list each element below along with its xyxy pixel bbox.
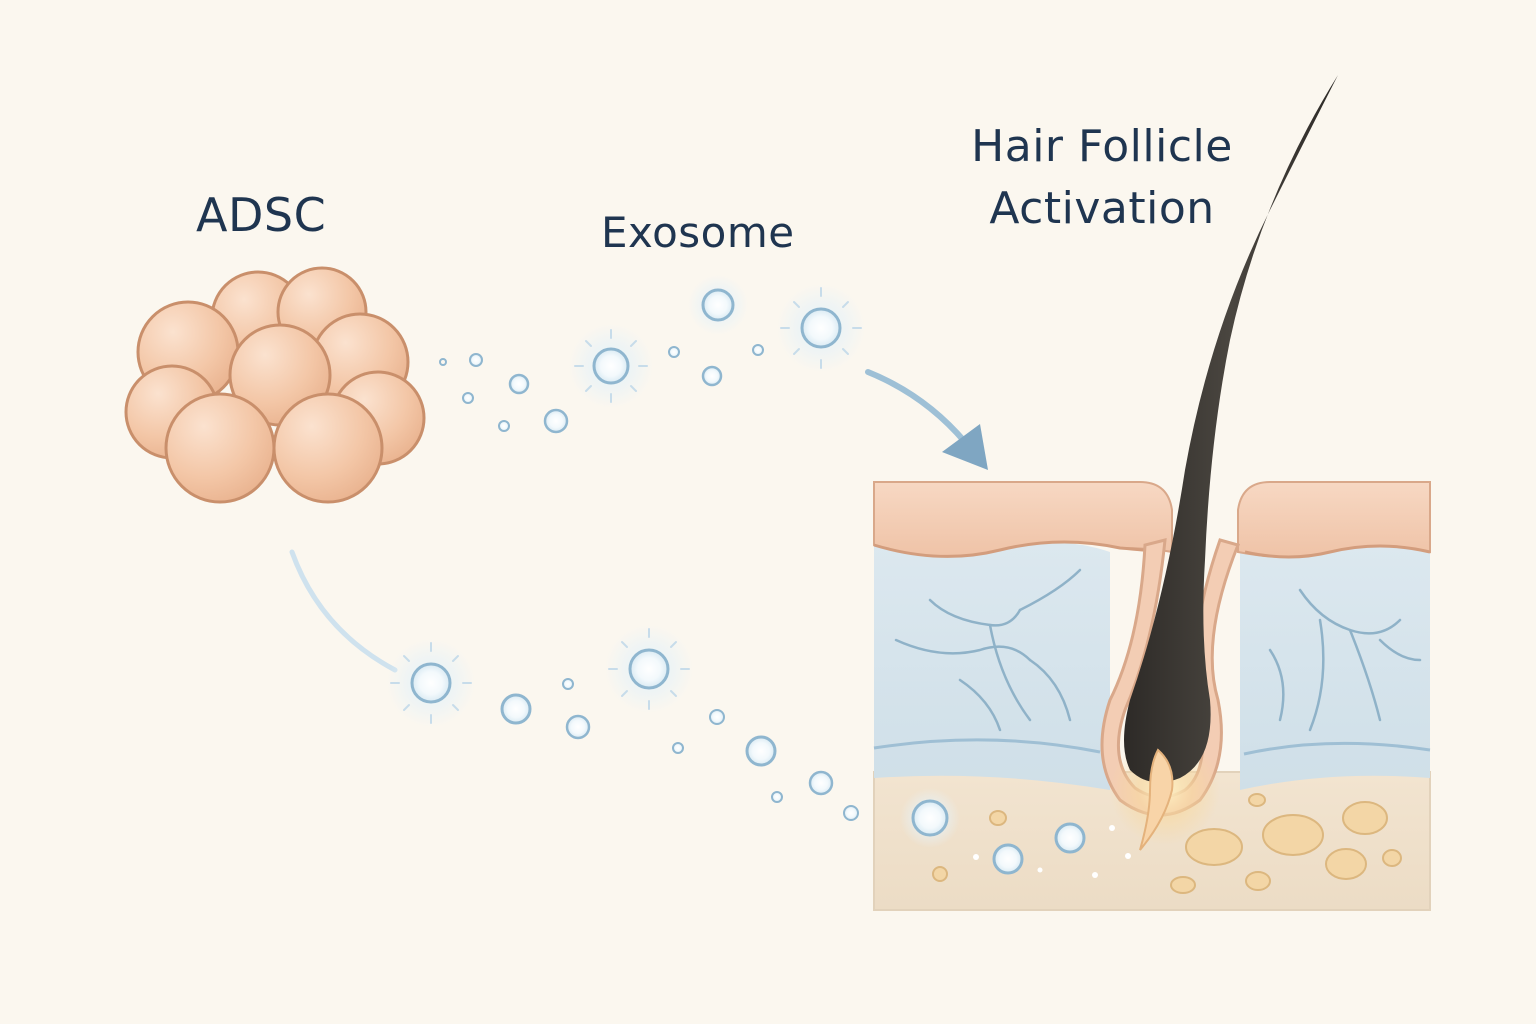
exosome-sparkle xyxy=(574,329,648,403)
adsc-label: ADSC xyxy=(196,188,327,242)
hair-follicle-label-line2: Activation xyxy=(989,183,1215,234)
fat-cell xyxy=(932,866,948,882)
exosome-particle xyxy=(992,843,1024,875)
lower-trail-path xyxy=(289,549,398,673)
fat-cell xyxy=(1248,793,1266,807)
exosome-large xyxy=(592,347,630,385)
exosome-particle xyxy=(439,358,447,366)
upper-exosome-stream xyxy=(439,275,865,434)
vessel-network-left xyxy=(894,568,1082,732)
exosome-particle xyxy=(1054,822,1086,854)
dermis-layer-right xyxy=(1240,541,1430,790)
epidermis-border xyxy=(1244,544,1431,559)
fat-cell xyxy=(1342,801,1388,835)
epidermis-border xyxy=(873,540,1161,558)
exosome-particle xyxy=(498,420,510,432)
lower-exosome-stream xyxy=(387,625,859,821)
exosome-particle xyxy=(508,373,530,395)
fat-cells xyxy=(932,793,1402,894)
dermis-border xyxy=(1243,741,1431,756)
exosome-particle xyxy=(469,353,483,367)
arrow-to-skin xyxy=(865,369,988,470)
exosome-particle xyxy=(500,693,532,725)
exosome-sparkle xyxy=(780,287,862,369)
exosome-sparkle xyxy=(390,642,472,724)
exosome-particle xyxy=(668,346,680,358)
exosome-particle xyxy=(701,365,723,387)
exosome-large xyxy=(701,288,735,322)
exosome-sparkle xyxy=(608,628,690,710)
fat-cell xyxy=(1262,814,1324,856)
adsc-cell-cluster xyxy=(124,266,426,504)
exosome-particle xyxy=(672,742,684,754)
sparkle-dots xyxy=(973,825,1131,878)
hair-shaft xyxy=(1124,75,1338,783)
exosome-particle xyxy=(843,805,859,821)
fat-cell xyxy=(1245,871,1271,891)
fat-cell xyxy=(1170,876,1196,894)
exosome-particle xyxy=(745,735,777,767)
arrow-head-icon xyxy=(942,424,988,470)
adsc-cell xyxy=(164,392,276,504)
exosome-large xyxy=(800,307,842,349)
exosome-large xyxy=(628,648,670,690)
exosome-particle xyxy=(543,408,569,434)
exosome-label: Exosome xyxy=(601,208,795,257)
fat-cell xyxy=(989,810,1007,826)
exosome-particle xyxy=(562,678,574,690)
dermis-border xyxy=(873,738,1101,754)
exosome-particle xyxy=(808,770,834,796)
exosome-large xyxy=(410,662,452,704)
exosome-particle xyxy=(709,709,725,725)
dermal-papilla xyxy=(1139,748,1174,851)
skin-cross-section xyxy=(873,75,1431,911)
vessel-network-right xyxy=(1268,588,1422,732)
exosome-particle xyxy=(752,344,764,356)
exosome-particle xyxy=(462,392,474,404)
fat-cell xyxy=(1382,849,1402,867)
fat-cell xyxy=(1185,828,1243,866)
dermis-layer-left xyxy=(874,540,1110,790)
hair-follicle-activation-label: Hair Follicle Activation xyxy=(962,116,1242,240)
hair-follicle-label-line1: Hair Follicle xyxy=(971,121,1233,172)
adsc-cell xyxy=(272,392,384,504)
exosome-particle xyxy=(771,791,783,803)
exosome-particle xyxy=(565,714,591,740)
exosome-large xyxy=(911,799,949,837)
fat-cell xyxy=(1325,848,1367,880)
